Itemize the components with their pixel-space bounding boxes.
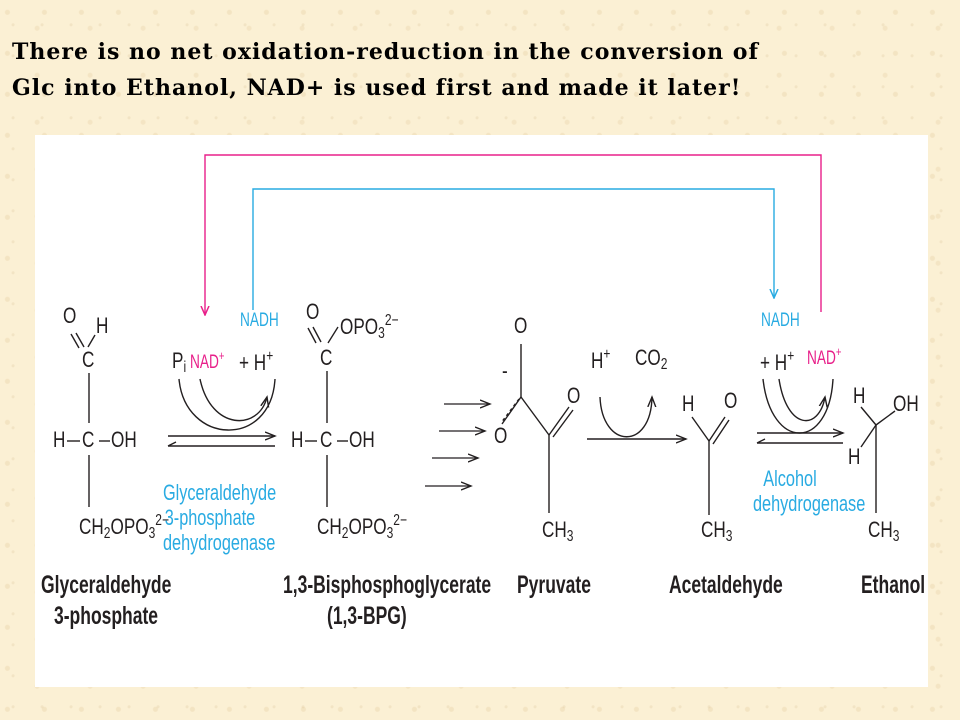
pyruvate-methyl: CH3: [542, 517, 574, 545]
ethanol-methyl: CH3: [868, 517, 900, 545]
pyruvate-minus-charge: -: [502, 358, 508, 383]
bpg-name-line-1: 1,3-Bisphosphoglycerate: [283, 571, 492, 599]
reaction-adh-arrows: [756, 378, 843, 444]
nadh-label-1: NADH: [240, 310, 279, 331]
bpg-opo3-group: OPO32−: [340, 312, 399, 343]
pyruvate-structure: [500, 344, 574, 513]
nadh-recycle-arrow: [252, 188, 774, 310]
pyruvate-atom-o-top: O: [514, 313, 528, 338]
h-plus-label-3: + H+: [760, 348, 795, 376]
g3p-name-line-1: Glyceraldehyde: [41, 571, 172, 599]
bpg-atom-h: H: [291, 427, 304, 452]
pyruvate-atom-o-right: O: [567, 383, 581, 408]
diagram-lines: [67, 154, 896, 515]
acetaldehyde-name: Acetaldehyde: [669, 571, 783, 599]
reaction-1-arrows: [167, 378, 275, 447]
acetaldehyde-atom-h: H: [682, 391, 695, 416]
g3p-atom-oh: OH: [111, 427, 137, 452]
decarboxylation-arrow: [587, 397, 686, 439]
co2-label: CO2: [635, 345, 668, 373]
g3p-structure: [67, 332, 110, 507]
bpg-name-line-2: (1,3-BPG): [327, 602, 407, 630]
bpg-phosphate-group: CH2OPO32−: [317, 512, 407, 543]
slide-heading: There is no net oxidation-reduction in t…: [12, 34, 952, 106]
h-plus-label-2: H+: [591, 346, 611, 374]
ethanol-name: Ethanol: [861, 571, 926, 599]
phosphate-pi-label: Pi: [172, 348, 187, 376]
ethanol-atom-h-left: H: [848, 444, 861, 469]
acetaldehyde-structure: [691, 416, 730, 515]
g3p-atom-o: O: [63, 303, 77, 328]
heading-line-2: Glc into Ethanol, NAD+ is used first and…: [12, 75, 742, 101]
h-plus-label-1: + H+: [239, 348, 274, 376]
nad-plus-label-1: NAD+: [190, 348, 225, 373]
ethanol-atom-oh: OH: [893, 391, 919, 416]
pyruvate-atom-o-left: O: [494, 423, 508, 448]
bpg-atom-c2: C: [320, 427, 333, 452]
multistep-arrows: [425, 404, 490, 486]
heading-line-1: There is no net oxidation-reduction in t…: [12, 39, 759, 65]
pathway-diagram: O H C H C OH CH2OPO32− Glyceraldehyde 3-…: [35, 135, 928, 687]
ethanol-atom-h-top: H: [853, 383, 866, 408]
g3p-atom-h: H: [96, 313, 109, 338]
pyruvate-name: Pyruvate: [517, 571, 591, 599]
adh-enzyme-label: Alcohol dehydrogenase: [753, 466, 866, 516]
acetaldehyde-methyl: CH3: [701, 517, 733, 545]
bpg-atom-oh: OH: [349, 427, 375, 452]
bpg-atom-c1: C: [320, 345, 333, 370]
nadh-label-2: NADH: [761, 310, 800, 331]
bpg-atom-o: O: [306, 299, 320, 324]
acetaldehyde-atom-o: O: [724, 388, 738, 413]
nad-recycle-arrow: [205, 154, 822, 315]
g3p-atom-c2: C: [82, 427, 95, 452]
g3p-phosphate-group: CH2OPO32−: [79, 512, 169, 543]
nad-plus-label-2: NAD+: [807, 344, 842, 369]
g3p-name-line-2: 3-phosphate: [54, 602, 159, 630]
gapdh-enzyme-label: Glyceraldehyde 3-phosphate dehydrogenase: [163, 480, 277, 555]
g3p-atom-c1: C: [82, 347, 95, 372]
bpg-structure: [305, 326, 348, 507]
g3p-atom-h2: H: [53, 427, 66, 452]
ethanol-structure: [860, 406, 896, 513]
